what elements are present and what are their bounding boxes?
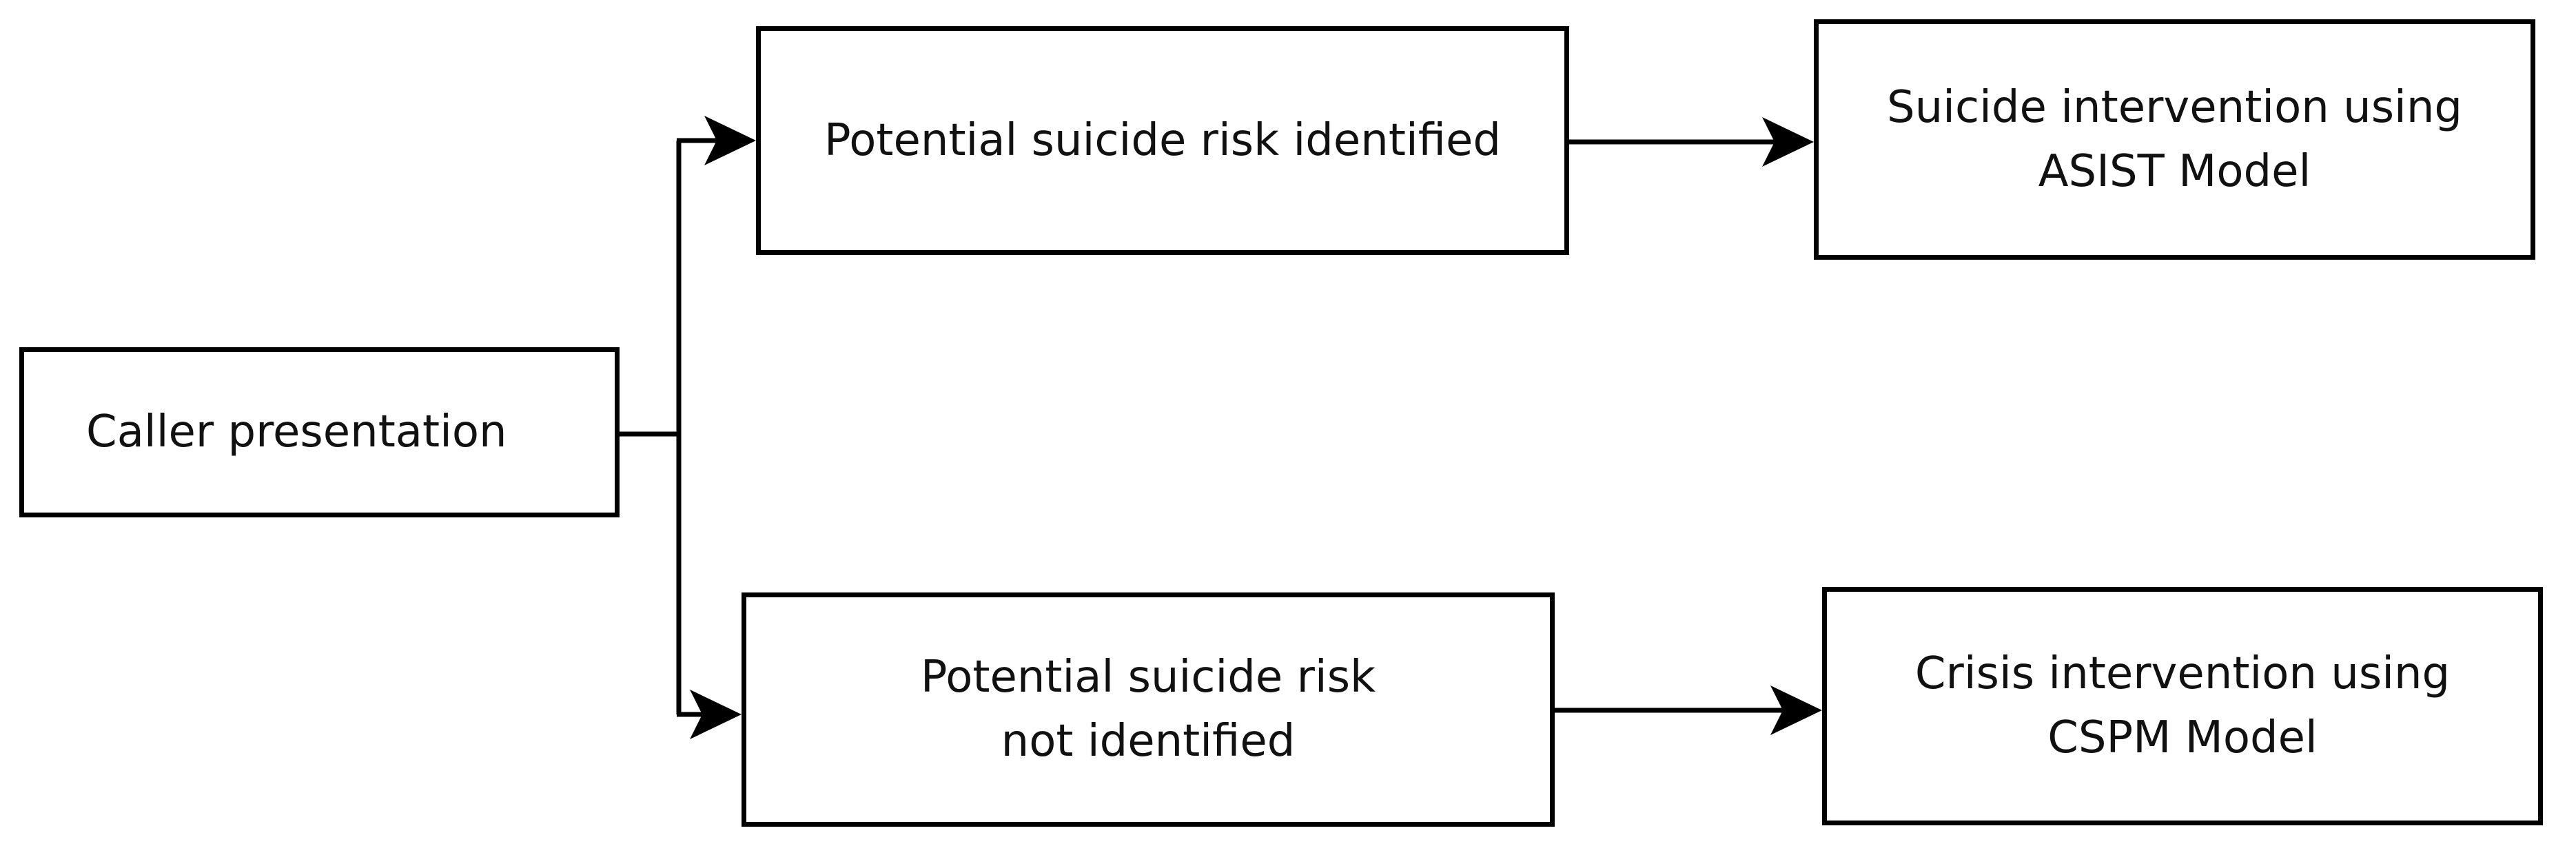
node-cspm-text: Crisis intervention using CSPM Model	[1915, 642, 2450, 770]
node-asist-line-2: ASIST Model	[2038, 145, 2311, 197]
node-cspm-intervention: Crisis intervention using CSPM Model	[1822, 587, 2543, 825]
node-risk-identified-text: Potential suicide risk identified	[824, 109, 1501, 173]
node-asist-line-1: Suicide intervention using	[1886, 81, 2463, 133]
arrowhead-asist	[1762, 117, 1814, 167]
node-caller-text: Caller presentation	[86, 400, 507, 464]
arrowhead-risk-identified	[704, 116, 756, 165]
node-caller-line-1: Caller presentation	[86, 406, 507, 458]
node-caller-presentation: Caller presentation	[19, 347, 620, 517]
node-risk-identified-line-1: Potential suicide risk identified	[824, 114, 1502, 166]
arrowhead-risk-not-identified	[690, 690, 742, 739]
node-asist-text: Suicide intervention using ASIST Model	[1887, 76, 2462, 204]
node-cspm-line-1: Crisis intervention using	[1914, 648, 2451, 700]
node-risk-not-identified-line-1: Potential suicide risk	[920, 652, 1376, 703]
node-asist-intervention: Suicide intervention using ASIST Model	[1814, 19, 2535, 260]
node-risk-not-identified: Potential suicide risk not identified	[742, 592, 1555, 827]
node-risk-not-identified-text: Potential suicide risk not identified	[921, 646, 1376, 774]
node-risk-identified: Potential suicide risk identified	[756, 26, 1569, 255]
node-risk-not-identified-line-2: not identified	[1001, 716, 1296, 767]
arrowhead-cspm	[1770, 685, 1822, 735]
node-cspm-line-2: CSPM Model	[2047, 712, 2318, 763]
